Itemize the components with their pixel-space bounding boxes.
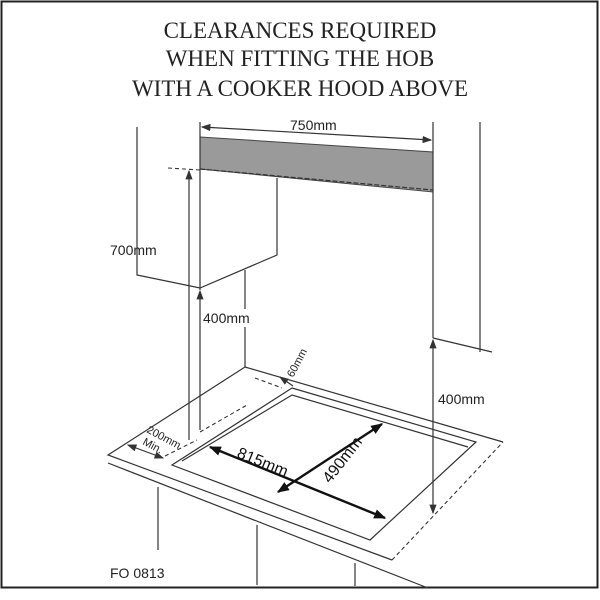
figure-code: FO 0813 bbox=[110, 565, 165, 581]
hood-height-guide bbox=[167, 167, 201, 171]
title-line-1: CLEARANCES REQUIRED bbox=[164, 18, 437, 43]
title-line-2: WHEN FITTING THE HOB bbox=[166, 46, 435, 71]
hood-width-dimension bbox=[200, 123, 433, 144]
title-line-3: WITH A COOKER HOOD ABOVE bbox=[132, 76, 468, 101]
rear-clearance-arrow bbox=[279, 376, 294, 387]
hob-depth-arrow bbox=[276, 422, 384, 494]
hob-width-label: 815mm bbox=[235, 445, 291, 481]
wall-cabinet bbox=[136, 127, 278, 289]
left-clearance-label: 400mm bbox=[203, 310, 250, 326]
right-wall-base bbox=[432, 337, 493, 353]
label-bg bbox=[203, 309, 263, 327]
side-clearance-arrow bbox=[126, 444, 165, 459]
hob-outline bbox=[170, 387, 478, 541]
cooker-hood bbox=[199, 136, 434, 193]
rear-clearance-guide bbox=[254, 377, 283, 389]
hood-width-label: 750mm bbox=[290, 117, 337, 133]
worktop-front-edge bbox=[107, 462, 429, 589]
hob-inner-edge bbox=[181, 394, 469, 462]
cabinet-height-label: 700mm bbox=[110, 242, 157, 258]
right-clearance-label: 400mm bbox=[438, 391, 485, 407]
rear-clearance-label: 60mm bbox=[285, 347, 310, 380]
side-clearance-guide bbox=[199, 404, 248, 433]
worktop-right-edge bbox=[391, 441, 504, 561]
side-clearance-guide-2 bbox=[164, 439, 198, 457]
hood-underside bbox=[199, 168, 434, 191]
